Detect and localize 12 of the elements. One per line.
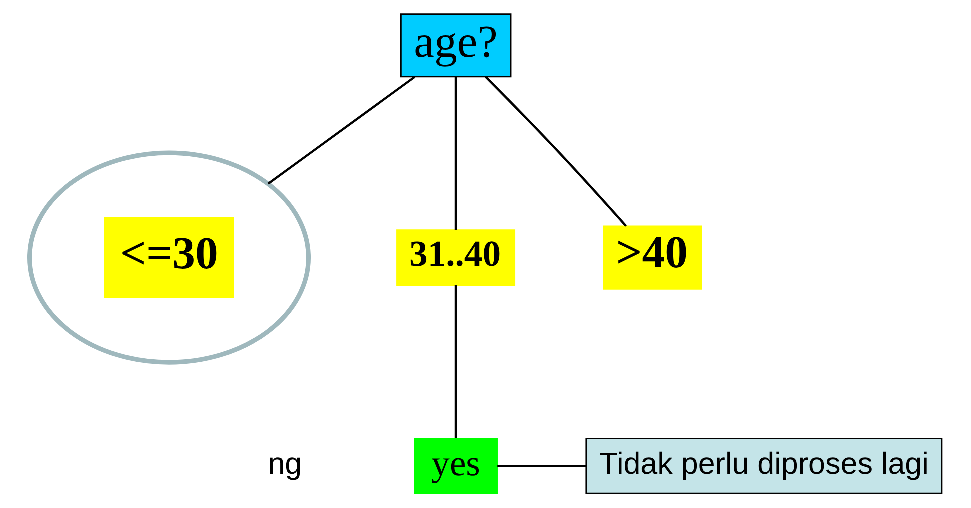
label: ng bbox=[268, 446, 302, 481]
node-box: 31..40 bbox=[396, 230, 516, 286]
connector bbox=[484, 76, 627, 227]
connector bbox=[454, 77, 457, 230]
node-box: >40 bbox=[602, 226, 702, 290]
node-box: yes bbox=[414, 438, 498, 494]
connector bbox=[497, 465, 586, 468]
node-box: age? bbox=[400, 14, 512, 78]
connector bbox=[267, 76, 416, 185]
connector bbox=[454, 285, 457, 438]
node-box: Tidak perlu diproses lagi bbox=[585, 438, 942, 494]
node-ellipse: <=30 bbox=[27, 150, 311, 365]
